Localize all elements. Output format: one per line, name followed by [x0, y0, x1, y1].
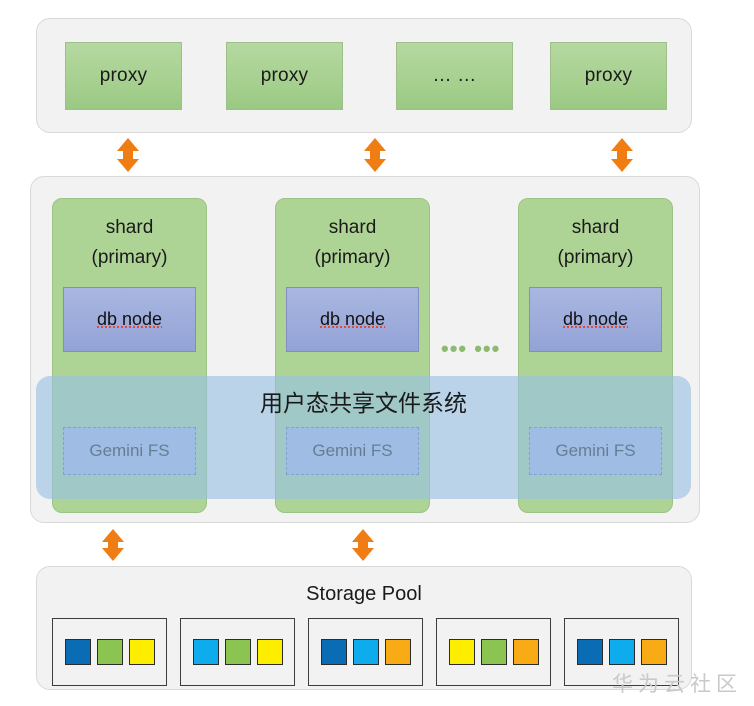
storage-pool-title: Storage Pool — [306, 583, 422, 605]
shard-title-line2: (primary) — [557, 247, 634, 268]
shard-storage-arrow-1 — [100, 529, 126, 561]
storage-node-2[interactable] — [180, 618, 295, 686]
db-node-3[interactable]: db node — [529, 287, 662, 352]
shard-title-3: shard (primary) — [519, 213, 672, 273]
disk-icon — [128, 639, 155, 665]
disk-icon — [192, 639, 219, 665]
shard-title-line1: shard — [105, 217, 154, 238]
db-node-label: db node — [96, 308, 163, 331]
shard-storage-arrow-2 — [350, 529, 376, 561]
proxy-box-2[interactable]: proxy — [226, 42, 343, 110]
disk-icon — [320, 639, 347, 665]
disk-icon — [480, 639, 507, 665]
disk-icon — [96, 639, 123, 665]
disk-icon — [224, 639, 251, 665]
shard-ellipsis: ••• ••• — [441, 336, 501, 361]
proxy-box-3[interactable]: … … — [396, 42, 513, 110]
db-node-label: db node — [319, 308, 386, 331]
storage-node-1[interactable] — [52, 618, 167, 686]
proxy-shard-arrow-2 — [362, 138, 388, 172]
disk-icon — [64, 639, 91, 665]
db-node-2[interactable]: db node — [286, 287, 419, 352]
disk-icon — [576, 639, 603, 665]
disk-icon — [256, 639, 283, 665]
disk-icon — [352, 639, 379, 665]
shard-title-line1: shard — [328, 217, 377, 238]
storage-node-5[interactable] — [564, 618, 679, 686]
shard-title-line1: shard — [571, 217, 620, 238]
db-node-label: db node — [562, 308, 629, 331]
shard-title-line2: (primary) — [91, 247, 168, 268]
proxy-shard-arrow-3 — [609, 138, 635, 172]
disk-icon — [640, 639, 667, 665]
db-node-1[interactable]: db node — [63, 287, 196, 352]
shared-filesystem-label: 用户态共享文件系统 — [260, 391, 467, 417]
storage-node-3[interactable] — [308, 618, 423, 686]
storage-node-4[interactable] — [436, 618, 551, 686]
shard-title-line2: (primary) — [314, 247, 391, 268]
shared-filesystem-band: 用户态共享文件系统 — [36, 376, 691, 499]
disk-icon — [448, 639, 475, 665]
proxy-box-1[interactable]: proxy — [65, 42, 182, 110]
disk-icon — [512, 639, 539, 665]
proxy-shard-arrow-1 — [115, 138, 141, 172]
proxy-box-4[interactable]: proxy — [550, 42, 667, 110]
disk-icon — [384, 639, 411, 665]
shard-title-1: shard (primary) — [53, 213, 206, 273]
disk-icon — [608, 639, 635, 665]
shard-title-2: shard (primary) — [276, 213, 429, 273]
